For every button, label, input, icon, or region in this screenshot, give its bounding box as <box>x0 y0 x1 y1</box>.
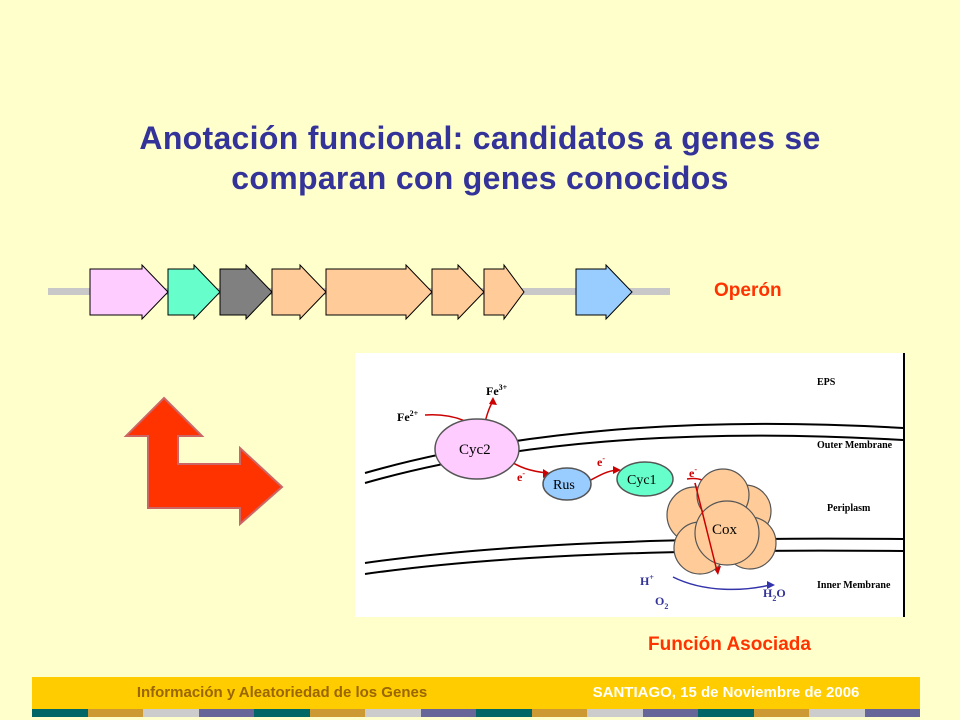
proton-label: H+ <box>640 573 654 588</box>
footer-stripe <box>809 709 865 717</box>
title-line-2: comparan con genes conocidos <box>231 160 729 196</box>
gene-arrows <box>89 263 633 321</box>
footer-stripe <box>698 709 754 717</box>
rus-protein <box>542 467 592 501</box>
iron-oxidation-figure: EPS Outer Membrane Periplasm Inner Membr… <box>355 353 905 617</box>
gene-arrow <box>89 263 169 321</box>
footer-stripe <box>587 709 643 717</box>
footer-course-title: Información y Aleatoriedad de los Genes <box>32 677 532 709</box>
gene-arrow <box>483 263 525 321</box>
footer-stripe <box>420 709 476 717</box>
footer-bar: Información y Aleatoriedad de los Genes … <box>32 677 920 709</box>
electron-label-3: e- <box>689 465 697 480</box>
footer-stripe <box>753 709 809 717</box>
red-l-arrow-icon <box>123 396 284 527</box>
cyc1-label: Cyc1 <box>627 473 657 488</box>
footer-stripe <box>476 709 532 717</box>
slide-title: Anotación funcional: candidatos a genes … <box>40 118 920 198</box>
gene-arrow <box>167 263 221 321</box>
gene-arrow <box>325 263 433 321</box>
footer-stripe <box>309 709 365 717</box>
operon-diagram <box>48 263 670 321</box>
footer-date: SANTIAGO, 15 de Noviembre de 2006 <box>532 677 920 709</box>
water-label: H2O <box>763 586 786 603</box>
gene-arrow <box>219 263 273 321</box>
function-label: Función Asociada <box>648 634 811 655</box>
layer-eps-label: EPS <box>817 377 836 388</box>
electron-label-2: e- <box>597 454 605 469</box>
rus-label: Rus <box>553 478 575 493</box>
gene-arrow <box>575 263 633 321</box>
cyc1-protein <box>616 461 674 497</box>
layer-inner-membrane-label: Inner Membrane <box>817 580 891 591</box>
electron-label-1: e- <box>517 469 525 484</box>
footer-stripe <box>198 709 254 717</box>
footer-stripe <box>32 709 88 717</box>
gene-arrow <box>271 263 327 321</box>
cox-label: Cox <box>712 522 738 538</box>
layer-periplasm-label: Periplasm <box>827 503 871 514</box>
footer-stripe <box>642 709 698 717</box>
oxygen-label: O2 <box>655 594 668 611</box>
gene-arrow <box>431 263 485 321</box>
footer-stripe <box>531 709 587 717</box>
cyc2-protein <box>434 418 520 480</box>
footer-stripe <box>365 709 421 717</box>
layer-outer-membrane-label: Outer Membrane <box>817 440 893 451</box>
footer-stripe <box>143 709 199 717</box>
footer-stripe <box>864 709 920 717</box>
operon-label: Operón <box>714 280 782 301</box>
cox-protein <box>666 468 777 575</box>
footer-stripes <box>32 709 920 717</box>
footer-stripe <box>87 709 143 717</box>
fe2-label: Fe2+ <box>397 409 419 424</box>
footer-stripe <box>254 709 310 717</box>
cyc2-label: Cyc2 <box>459 442 491 458</box>
title-line-1: Anotación funcional: candidatos a genes … <box>139 120 821 156</box>
fe3-label: Fe3+ <box>486 383 508 398</box>
